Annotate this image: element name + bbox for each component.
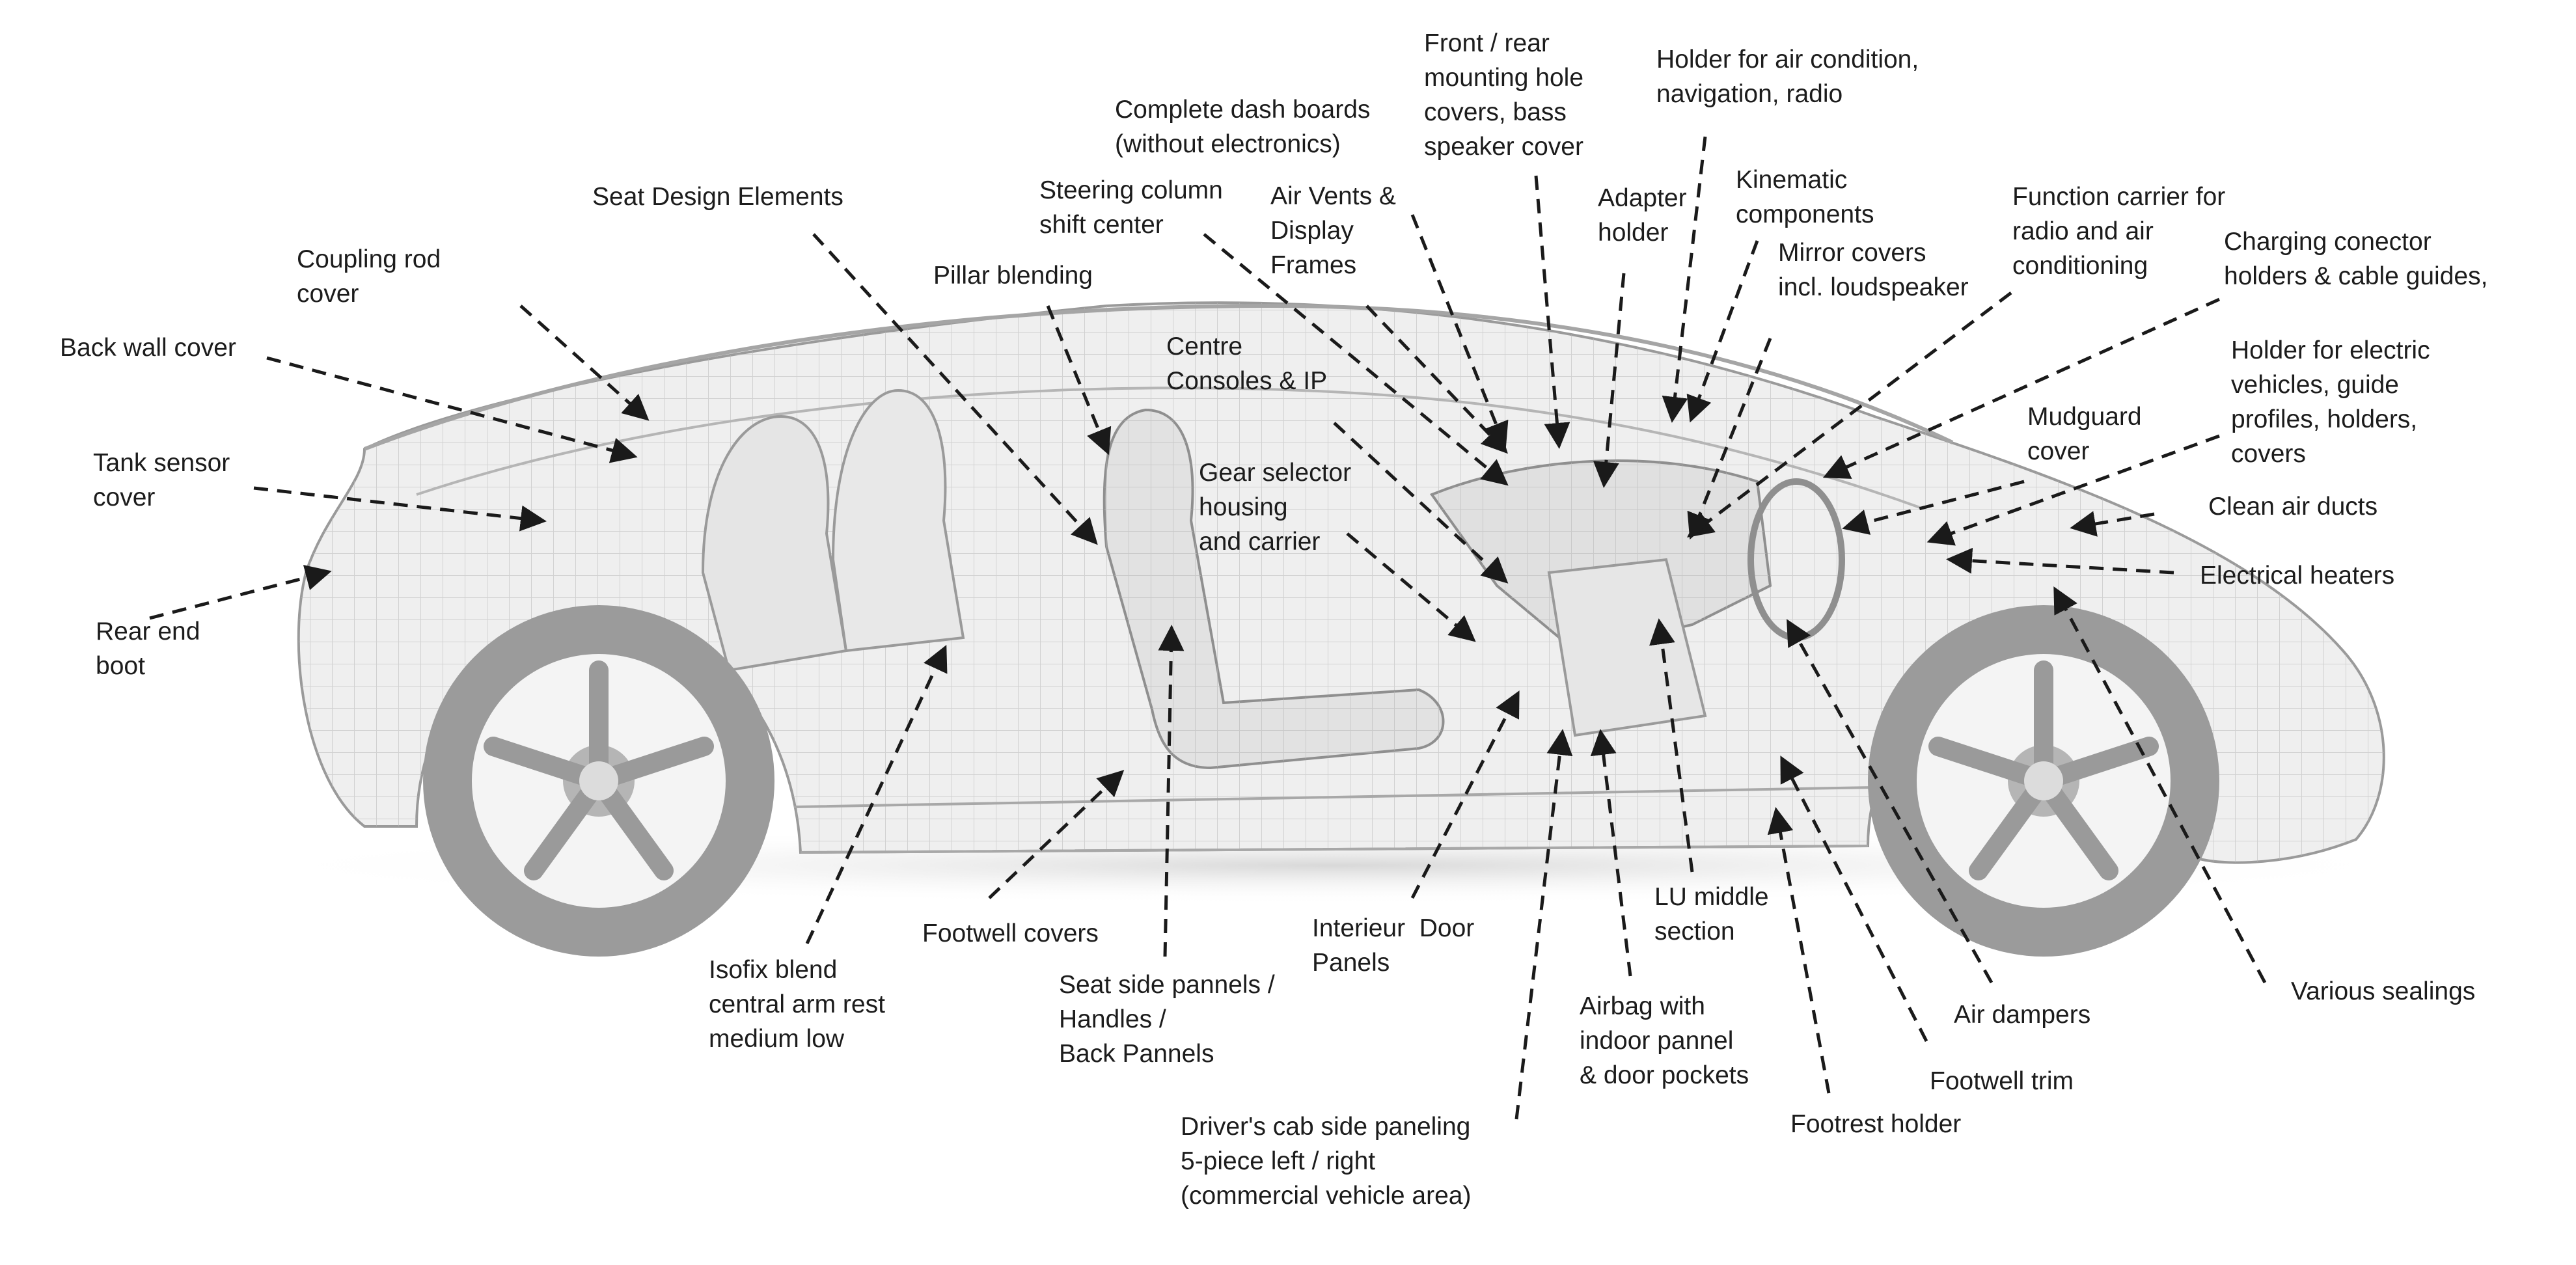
- label-clean-air: Clean air ducts: [2208, 493, 2378, 521]
- dashboard-mesh: [1432, 460, 1770, 651]
- label-holder-electric: Holder for electric vehicles, guide prof…: [2231, 336, 2430, 468]
- label-complete-dash-boards: Complete dash boards (without electronic…: [1115, 96, 1371, 158]
- arrow-adapter-holder: [1593, 273, 1626, 488]
- label-steering-column: Steering column shift center: [1039, 176, 1223, 239]
- label-electrical-heaters: Electrical heaters: [2200, 562, 2395, 590]
- arrow-kinematic: [1686, 240, 1759, 423]
- label-drivers-cab: Driver's cab side paneling 5-piece left …: [1181, 1113, 1472, 1210]
- label-mirror-covers: Mirror covers incl. loudspeaker: [1778, 239, 1969, 301]
- label-pillar-blending: Pillar blending: [933, 262, 1093, 290]
- label-various-sealings: Various sealings: [2291, 977, 2476, 1005]
- arrow-tank-sensor: [253, 486, 547, 532]
- arrow-holder-air-condition: [1662, 136, 1707, 423]
- label-rear-end-boot: Rear end boot: [96, 618, 200, 680]
- car-body-mesh: [298, 303, 2384, 863]
- label-air-vents: Air Vents & Display Frames: [1270, 182, 1396, 279]
- arrow-drivers-cab: [1514, 729, 1573, 1120]
- label-air-dampers: Air dampers: [1954, 1001, 2091, 1029]
- label-isofix: Isofix blend central arm rest medium low: [709, 956, 885, 1053]
- arrow-holder-electric: [1926, 434, 2220, 546]
- label-airbag: Airbag with indoor pannel & door pockets: [1580, 992, 1749, 1089]
- arrow-clean-air: [2070, 511, 2155, 537]
- label-footrest-holder: Footrest holder: [1790, 1110, 1962, 1138]
- arrow-function-carrier: [1687, 292, 2012, 538]
- rear-seat-2: [831, 388, 965, 653]
- label-gear-selector: Gear selector housing and carrier: [1199, 459, 1352, 556]
- label-function-carrier: Function carrier for radio and air condi…: [2012, 183, 2226, 280]
- arrow-gear-selector: [1346, 532, 1476, 642]
- arrow-lu-middle: [1649, 618, 1694, 873]
- arrow-front-rear-mounting: [1534, 175, 1570, 449]
- arrow-footwell-trim: [1780, 755, 1928, 1042]
- label-back-wall: Back wall cover: [60, 334, 236, 362]
- label-lu-middle: LU middle section: [1654, 883, 1769, 945]
- arrow-seat-side: [1158, 625, 1185, 957]
- arrow-steering-column: [1203, 233, 1509, 486]
- label-front-rear-mounting: Front / rear mounting hole covers, bass …: [1424, 29, 1584, 161]
- window-line: [416, 387, 1921, 509]
- label-kinematic-components: Kinematic components: [1736, 166, 1874, 228]
- arrow-isofix: [805, 644, 948, 945]
- label-seat-design: Seat Design Elements: [592, 183, 843, 211]
- arrow-electrical-heaters: [1946, 547, 2174, 575]
- front-wheel: [1868, 605, 2219, 957]
- arrow-mirror-covers: [1687, 338, 1772, 540]
- center-console: [1547, 558, 1707, 737]
- arrow-centre-consoles: [1333, 422, 1509, 584]
- arrow-pillar-blending: [1046, 305, 1112, 456]
- label-coupling-rod: Coupling rod cover: [297, 245, 441, 308]
- arrow-footrest-holder: [1767, 807, 1831, 1094]
- arrow-charging-connector: [1822, 297, 2221, 479]
- arrow-rear-end-boot: [149, 565, 332, 620]
- arrow-footwell-covers: [988, 770, 1125, 899]
- label-charging-connector: Charging conector holders & cable guides…: [2224, 228, 2488, 290]
- label-mudguard: Mudguard cover: [2027, 403, 2142, 465]
- label-seat-side: Seat side pannels / Handles / Back Panne…: [1059, 971, 1275, 1068]
- arrow-back-wall: [266, 356, 638, 463]
- label-adapter-holder: Adapter holder: [1598, 184, 1687, 247]
- arrow-air-vents: [1365, 305, 1508, 454]
- label-footwell-trim: Footwell trim: [1930, 1067, 2074, 1095]
- label-holder-air-condition: Holder for air condition, navigation, ra…: [1656, 46, 1919, 108]
- label-tank-sensor: Tank sensor cover: [93, 449, 230, 511]
- arrow-mudguard: [1842, 480, 2025, 535]
- arrow-coupling-rod: [519, 305, 650, 421]
- arrow-complete-dash: [1410, 214, 1509, 449]
- label-interieur-door: Interieur Door Panels: [1312, 914, 1475, 977]
- front-seat-mesh: [1104, 410, 1444, 768]
- arrow-various-sealings: [2053, 586, 2267, 984]
- label-centre-consoles: Centre Consoles & IP: [1166, 333, 1328, 395]
- rear-seat: [701, 415, 848, 672]
- label-footwell-covers: Footwell covers: [922, 919, 1099, 947]
- arrow-interieur-door: [1410, 690, 1520, 899]
- rear-wheel: [423, 605, 774, 957]
- arrow-airbag: [1590, 729, 1632, 977]
